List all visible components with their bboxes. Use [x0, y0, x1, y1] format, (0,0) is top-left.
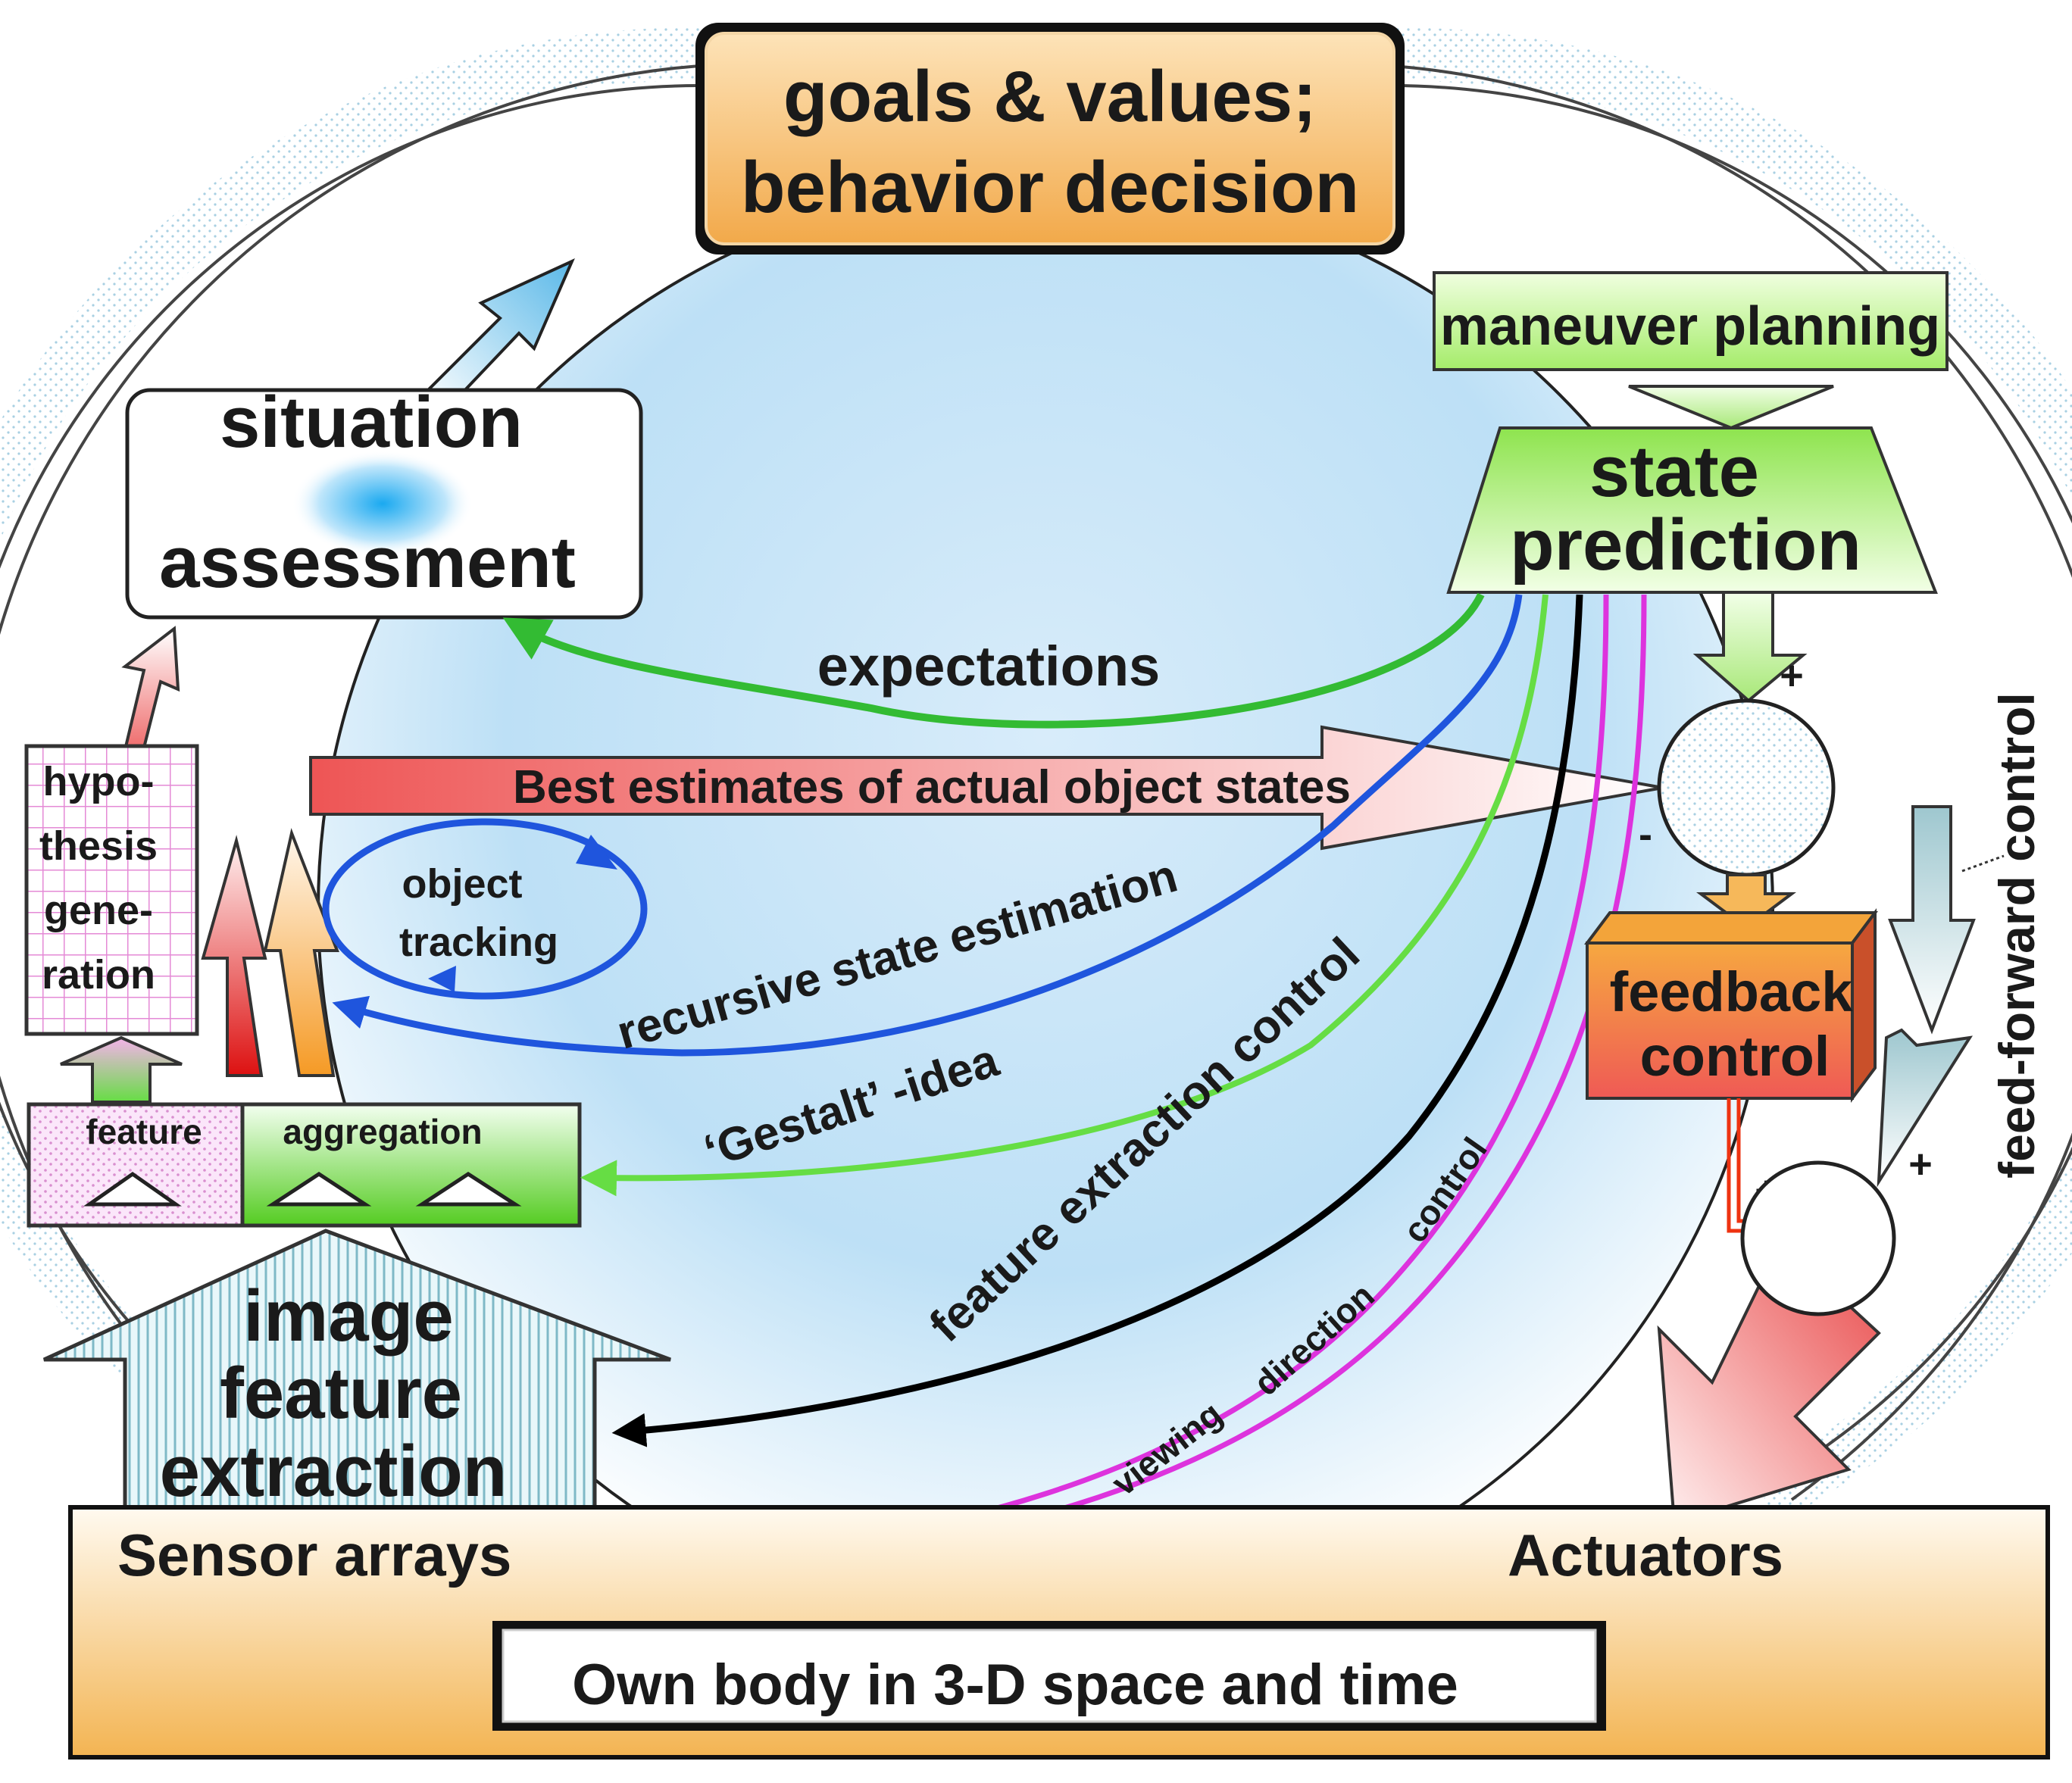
feature-label: feature — [86, 1112, 202, 1151]
best-estimates-arrow: Best estimates of actual object states — [309, 725, 1664, 851]
hypothesis-line3: gene- — [44, 888, 153, 933]
red-up-arrow — [201, 835, 267, 1077]
maneuver-down-arrow — [1628, 385, 1834, 430]
prediction-down-arrow — [1692, 591, 1808, 703]
sensor-arrays-label: Sensor arrays — [117, 1522, 511, 1588]
hypothesis-line1: hypo- — [43, 759, 155, 804]
own-body-label: Own body in 3-D space and time — [572, 1653, 1458, 1717]
expectations-arrow — [502, 592, 1485, 729]
feature-triangle-icon — [83, 1171, 182, 1207]
goals-title-line1: goals & values; — [783, 56, 1317, 137]
aggregation-box: aggregation — [240, 1102, 582, 1228]
expectations-label: expectations — [817, 635, 1160, 698]
goals-title-line2: behavior decision — [741, 147, 1359, 228]
situation-line1: situation — [220, 382, 523, 463]
state-prediction-box: state prediction — [1446, 426, 1938, 594]
aggregation-label: aggregation — [283, 1112, 482, 1151]
image-feature-line1: image — [243, 1276, 453, 1357]
aggregation-triangle-icon-1 — [266, 1172, 372, 1207]
object-tracking-loop: object tracking — [322, 818, 648, 1000]
situation-assessment-box: situation assessment — [125, 382, 643, 620]
plus-sign-top: + — [1780, 653, 1804, 698]
minus-sign: - — [1639, 812, 1652, 857]
feed-forward-label: feed-forward control — [1989, 692, 2045, 1179]
comparator-circle — [1657, 698, 1836, 877]
comparator-to-feedback-arrow — [1696, 873, 1796, 930]
feed-forward-arrow — [1888, 805, 1976, 1035]
goals-box: goals & values; behavior decision — [695, 23, 1405, 254]
gestalt-arrow — [580, 594, 1549, 1197]
image-feature-line3: extraction — [160, 1431, 508, 1512]
feature-box: feature — [27, 1102, 245, 1228]
object-tracking-line2: tracking — [399, 920, 558, 965]
image-feature-line2: feature — [220, 1353, 462, 1434]
orange-up-arrow — [263, 828, 339, 1077]
hypothesis-box: hypo- thesis gene- ration — [24, 744, 199, 1036]
maneuver-planning-box: maneuver planning — [1433, 271, 1949, 371]
hypothesis-to-situation-arrow — [121, 626, 180, 756]
object-tracking-line1: object — [402, 861, 522, 907]
aggregation-triangle-icon-2 — [415, 1172, 522, 1207]
plus-sign-right: + — [1908, 1141, 1933, 1187]
feedback-line2: control — [1640, 1025, 1830, 1088]
feature-to-hypothesis-arrow — [60, 1035, 183, 1104]
feedback-control-box: feedback control — [1584, 908, 1878, 1103]
summing-circle — [1740, 1160, 1896, 1316]
feedback-line1: feedback — [1610, 960, 1854, 1023]
state-prediction-line2: prediction — [1510, 504, 1861, 585]
bottom-panel: Sensor arrays Actuators Own body in 3-D … — [68, 1505, 2050, 1760]
hypothesis-line4: ration — [42, 952, 155, 998]
best-estimates-label: Best estimates of actual object states — [513, 761, 1351, 813]
feed-forward-lower-arrow — [1877, 1028, 1974, 1188]
feed-forward-leader-line — [1961, 854, 2005, 873]
actuators-label: Actuators — [1508, 1522, 1783, 1588]
feature-extraction-control-arrow — [611, 594, 1583, 1447]
hypothesis-line2: thesis — [39, 823, 158, 869]
situation-line2: assessment — [159, 522, 576, 603]
recursive-estimation-arrow — [332, 594, 1523, 1057]
maneuver-planning-label: maneuver planning — [1440, 296, 1940, 357]
state-prediction-line1: state — [1589, 431, 1759, 512]
image-feature-extraction: image feature extraction — [42, 1229, 671, 1512]
